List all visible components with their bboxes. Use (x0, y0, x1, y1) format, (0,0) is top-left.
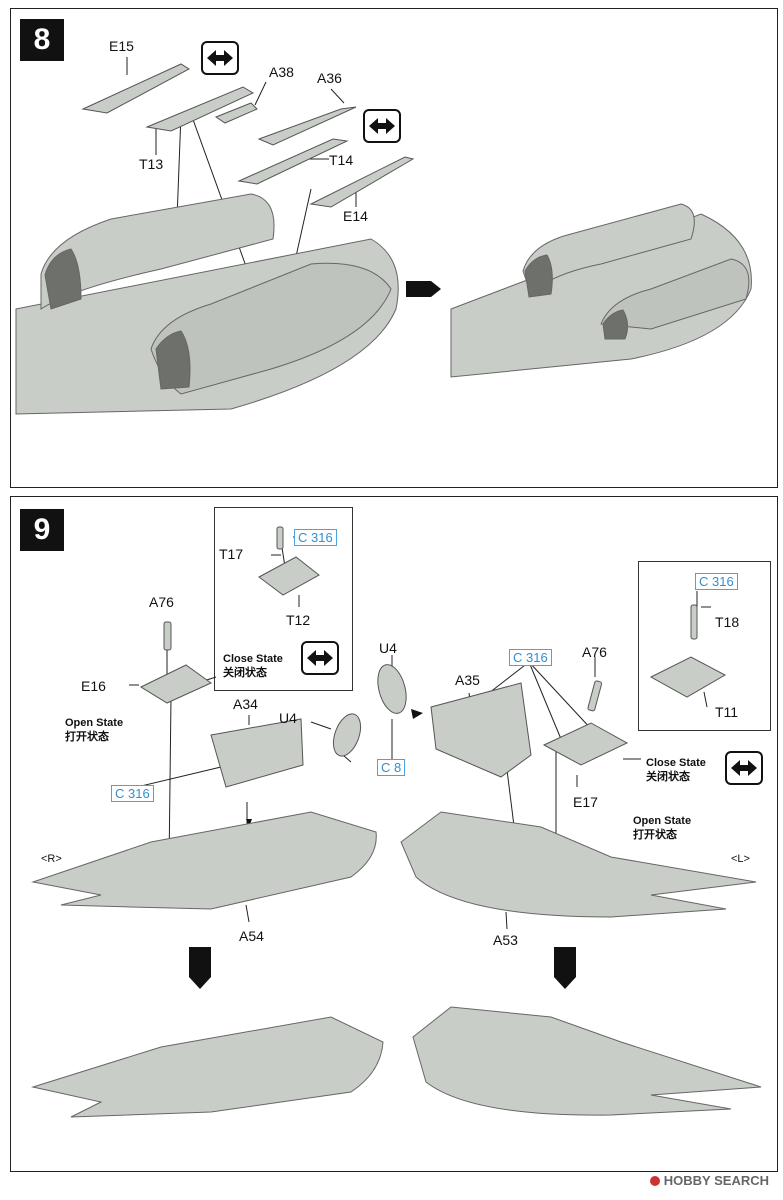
swap-arrow-icon (201, 41, 239, 75)
paint-callout-c316: C 316 (695, 573, 738, 590)
part-e15 (81, 63, 190, 114)
step-9-diagram (31, 526, 762, 1118)
watermark: HOBBY SEARCH (649, 1173, 769, 1188)
swap-arrow-icon (725, 751, 763, 785)
label-a38: A38 (269, 64, 294, 80)
label-t13: T13 (139, 156, 164, 172)
label-u4-left: U4 (279, 710, 297, 726)
label-e17: E17 (573, 794, 598, 810)
swap-arrow-icon (301, 641, 339, 675)
label-a36: A36 (317, 70, 342, 86)
label-a35: A35 (455, 672, 480, 688)
label-t12: T12 (286, 612, 311, 628)
label-e15: E15 (109, 38, 134, 54)
label-t14: T14 (329, 152, 354, 168)
label-a34: A34 (233, 696, 258, 712)
open-state-label-cn: 打开状态 (65, 731, 109, 743)
label-a54: A54 (239, 928, 264, 944)
label-e14: E14 (343, 208, 368, 224)
label-u4-right: U4 (379, 640, 397, 656)
label-a76-right: A76 (582, 644, 607, 660)
side-marker-left: <L> (731, 853, 750, 865)
step-8-panel: 8 (10, 8, 778, 488)
hobby-search-logo-icon (649, 1175, 660, 1186)
label-t18: T18 (715, 614, 740, 630)
label-e16: E16 (81, 678, 106, 694)
watermark-text: HOBBY SEARCH (663, 1173, 769, 1188)
paint-callout-c316: C 316 (509, 649, 552, 666)
swap-arrow-icon (363, 109, 401, 143)
label-t11: T11 (715, 704, 739, 720)
paint-callout-c316: C 316 (111, 785, 154, 802)
close-state-label: Close State (646, 757, 706, 769)
open-state-label: Open State (633, 815, 692, 827)
close-state-label-cn: 关闭状态 (223, 667, 267, 679)
label-a53: A53 (493, 932, 518, 948)
open-state-label: Open State (65, 717, 124, 729)
side-marker-right: <R> (41, 853, 62, 865)
paint-callout-c8: C 8 (377, 759, 406, 776)
step-8-diagram (15, 57, 752, 415)
label-a76-left: A76 (149, 594, 174, 610)
close-state-label: Close State (223, 653, 283, 665)
step-number: 9 (20, 509, 64, 551)
open-state-label-cn: 打开状态 (633, 829, 677, 841)
paint-callout-c316: C 316 (294, 529, 337, 546)
close-state-label-cn: 关闭状态 (646, 771, 690, 783)
step-9-panel: 9 (10, 496, 778, 1172)
step-number: 8 (20, 19, 64, 61)
label-t17: T17 (219, 546, 244, 562)
